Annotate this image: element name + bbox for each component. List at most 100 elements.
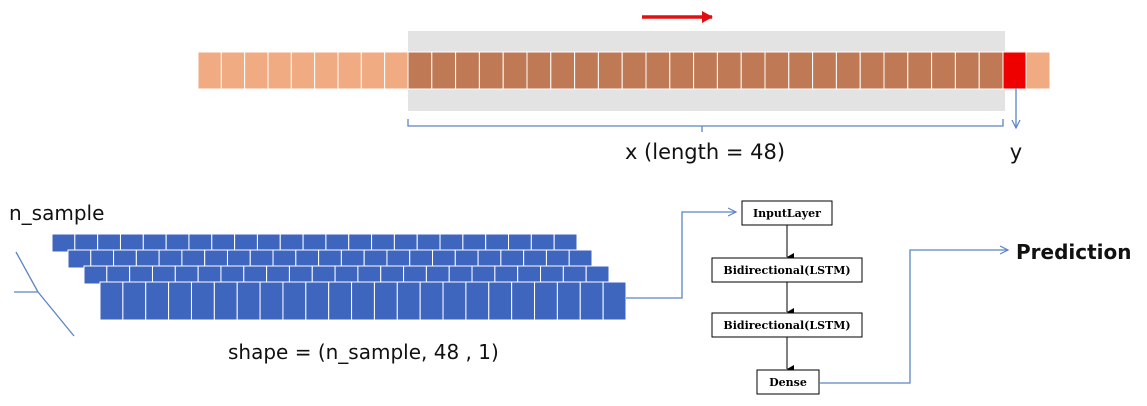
sample-cell xyxy=(357,265,382,285)
sample-cell xyxy=(90,249,115,269)
sample-cell xyxy=(553,233,578,253)
sample-cell xyxy=(454,249,479,269)
sample-cell xyxy=(165,233,190,253)
seq-cell-before xyxy=(197,51,222,90)
sample-cell xyxy=(396,281,421,321)
sample-cell xyxy=(500,249,525,269)
sample-cell xyxy=(508,233,532,253)
layer-box-1 xyxy=(741,200,833,226)
sample-cell xyxy=(234,233,258,253)
seq-cell-window xyxy=(669,51,695,90)
seq-cell-before xyxy=(384,51,409,90)
seq-cell-window xyxy=(812,51,837,90)
seq-cell-target xyxy=(1002,51,1027,90)
seq-cell-window xyxy=(883,51,909,90)
seq-cell-before xyxy=(314,51,339,90)
sample-cell xyxy=(494,265,519,285)
sample-cell xyxy=(530,233,555,253)
seq-cell-window xyxy=(502,51,528,90)
seq-cell-window xyxy=(859,51,885,90)
sample-cell xyxy=(511,281,536,321)
seq-cell-window xyxy=(526,51,552,90)
sample-cell xyxy=(249,249,274,269)
model-layers: InputLayerBidirectional(LSTM)Bidirection… xyxy=(711,200,863,395)
sample-cell xyxy=(204,249,228,269)
seq-cell-window xyxy=(621,51,647,90)
sample-row-3 xyxy=(83,265,610,285)
sample-cell xyxy=(168,281,192,321)
sample-cell xyxy=(67,249,92,269)
sample-cell xyxy=(213,281,238,321)
sample-row-4 xyxy=(99,281,627,321)
seq-cell-after xyxy=(1025,51,1051,90)
layer-box-3 xyxy=(711,312,863,338)
sample-row-2 xyxy=(67,249,593,269)
sample-cell xyxy=(318,249,342,269)
sample-cell xyxy=(485,233,510,253)
sample-cell xyxy=(579,281,604,321)
sample-cell xyxy=(325,233,350,253)
seq-cell-before xyxy=(360,51,386,90)
seq-cell-window xyxy=(597,51,623,90)
n-sample-brace xyxy=(14,251,75,337)
layer-label-4: Dense xyxy=(769,376,807,389)
sample-cell xyxy=(288,265,313,285)
sample-cell xyxy=(523,249,547,269)
seq-cell-window xyxy=(693,51,718,90)
seq-cell-window xyxy=(455,51,480,90)
sample-cell xyxy=(540,265,564,285)
sample-cell xyxy=(226,249,251,269)
sample-cell xyxy=(142,233,167,253)
sample-cell xyxy=(403,265,427,285)
sample-cell xyxy=(197,265,222,285)
sample-cell xyxy=(151,265,176,285)
layer-label-2: Bidirectional(LSTM) xyxy=(723,264,850,277)
sample-cell xyxy=(158,249,183,269)
sample-cell xyxy=(311,265,336,285)
sample-cell xyxy=(188,233,213,253)
sample-cell xyxy=(419,281,444,321)
sample-cell xyxy=(259,281,284,321)
sample-cell xyxy=(442,281,467,321)
sample-cell xyxy=(328,281,353,321)
sample-cell xyxy=(471,265,496,285)
sample-cell xyxy=(266,265,290,285)
sample-cell xyxy=(432,249,456,269)
sample-cell xyxy=(279,233,304,253)
sample-cell xyxy=(585,265,610,285)
sample-cell xyxy=(348,233,373,253)
sample-cell xyxy=(99,281,124,321)
layer-label-3: Bidirectional(LSTM) xyxy=(723,319,850,332)
window-bracket xyxy=(407,119,1004,132)
sample-cell xyxy=(416,233,441,253)
seq-cell-window xyxy=(835,51,861,90)
seq-cell-window xyxy=(478,51,504,90)
sample-cell xyxy=(425,265,450,285)
x-length-label: x (length = 48) xyxy=(625,140,785,164)
sequence-strip xyxy=(197,51,1051,90)
sample-cell xyxy=(211,233,236,253)
sample-cell xyxy=(174,265,199,285)
seq-cell-window xyxy=(764,51,790,90)
sample-cell xyxy=(380,265,405,285)
seq-cell-window xyxy=(740,51,766,90)
sample-cell xyxy=(488,281,513,321)
sample-cell xyxy=(122,281,147,321)
sample-cell xyxy=(129,265,153,285)
sample-cell xyxy=(272,249,297,269)
sample-cell xyxy=(334,265,359,285)
y-label: y xyxy=(1010,140,1022,164)
sample-cell xyxy=(181,249,206,269)
sample-cell xyxy=(517,265,542,285)
seq-cell-window xyxy=(431,51,457,90)
sample-cell xyxy=(556,281,581,321)
sample-cell xyxy=(602,281,627,321)
sample-cell xyxy=(236,281,261,321)
seq-cell-window xyxy=(645,51,671,90)
sample-cell xyxy=(363,249,388,269)
sample-cell xyxy=(74,233,99,253)
sample-cell xyxy=(83,265,108,285)
sample-cell xyxy=(393,233,418,253)
seq-cell-before xyxy=(267,51,292,90)
